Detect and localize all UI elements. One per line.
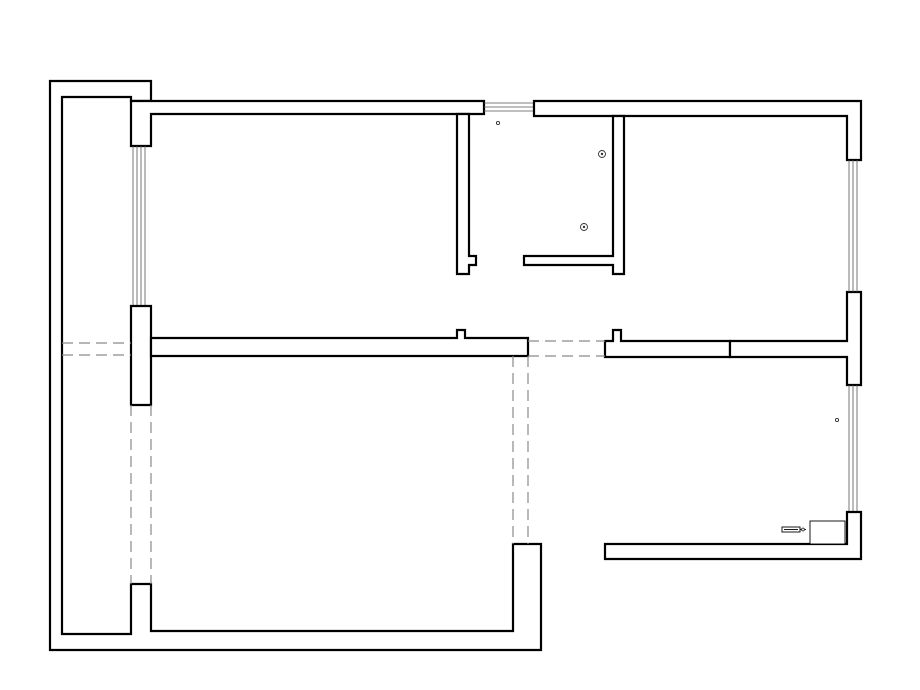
middle-wall-left xyxy=(149,328,530,358)
bathroom-left-wall xyxy=(455,112,478,276)
drain-icon xyxy=(580,223,588,231)
top-wall-right xyxy=(532,99,863,162)
middle-wall-right-2 xyxy=(728,290,863,387)
top-wall-left xyxy=(129,99,486,148)
right-window-lower xyxy=(848,385,858,512)
top-window xyxy=(484,102,534,112)
water-heater-icon xyxy=(809,520,846,545)
bottom-right-wall xyxy=(603,510,863,561)
middle-wall-right xyxy=(603,328,732,359)
bathroom-right-wall xyxy=(522,114,626,276)
pipe-icon xyxy=(495,120,501,126)
openings xyxy=(62,340,605,584)
right-window-upper xyxy=(848,160,858,292)
left-wall-middle xyxy=(129,304,153,407)
left-inner-window xyxy=(132,146,146,306)
pipe-icon xyxy=(834,417,840,423)
meter-icon xyxy=(781,526,806,533)
drain-icon xyxy=(598,150,606,158)
